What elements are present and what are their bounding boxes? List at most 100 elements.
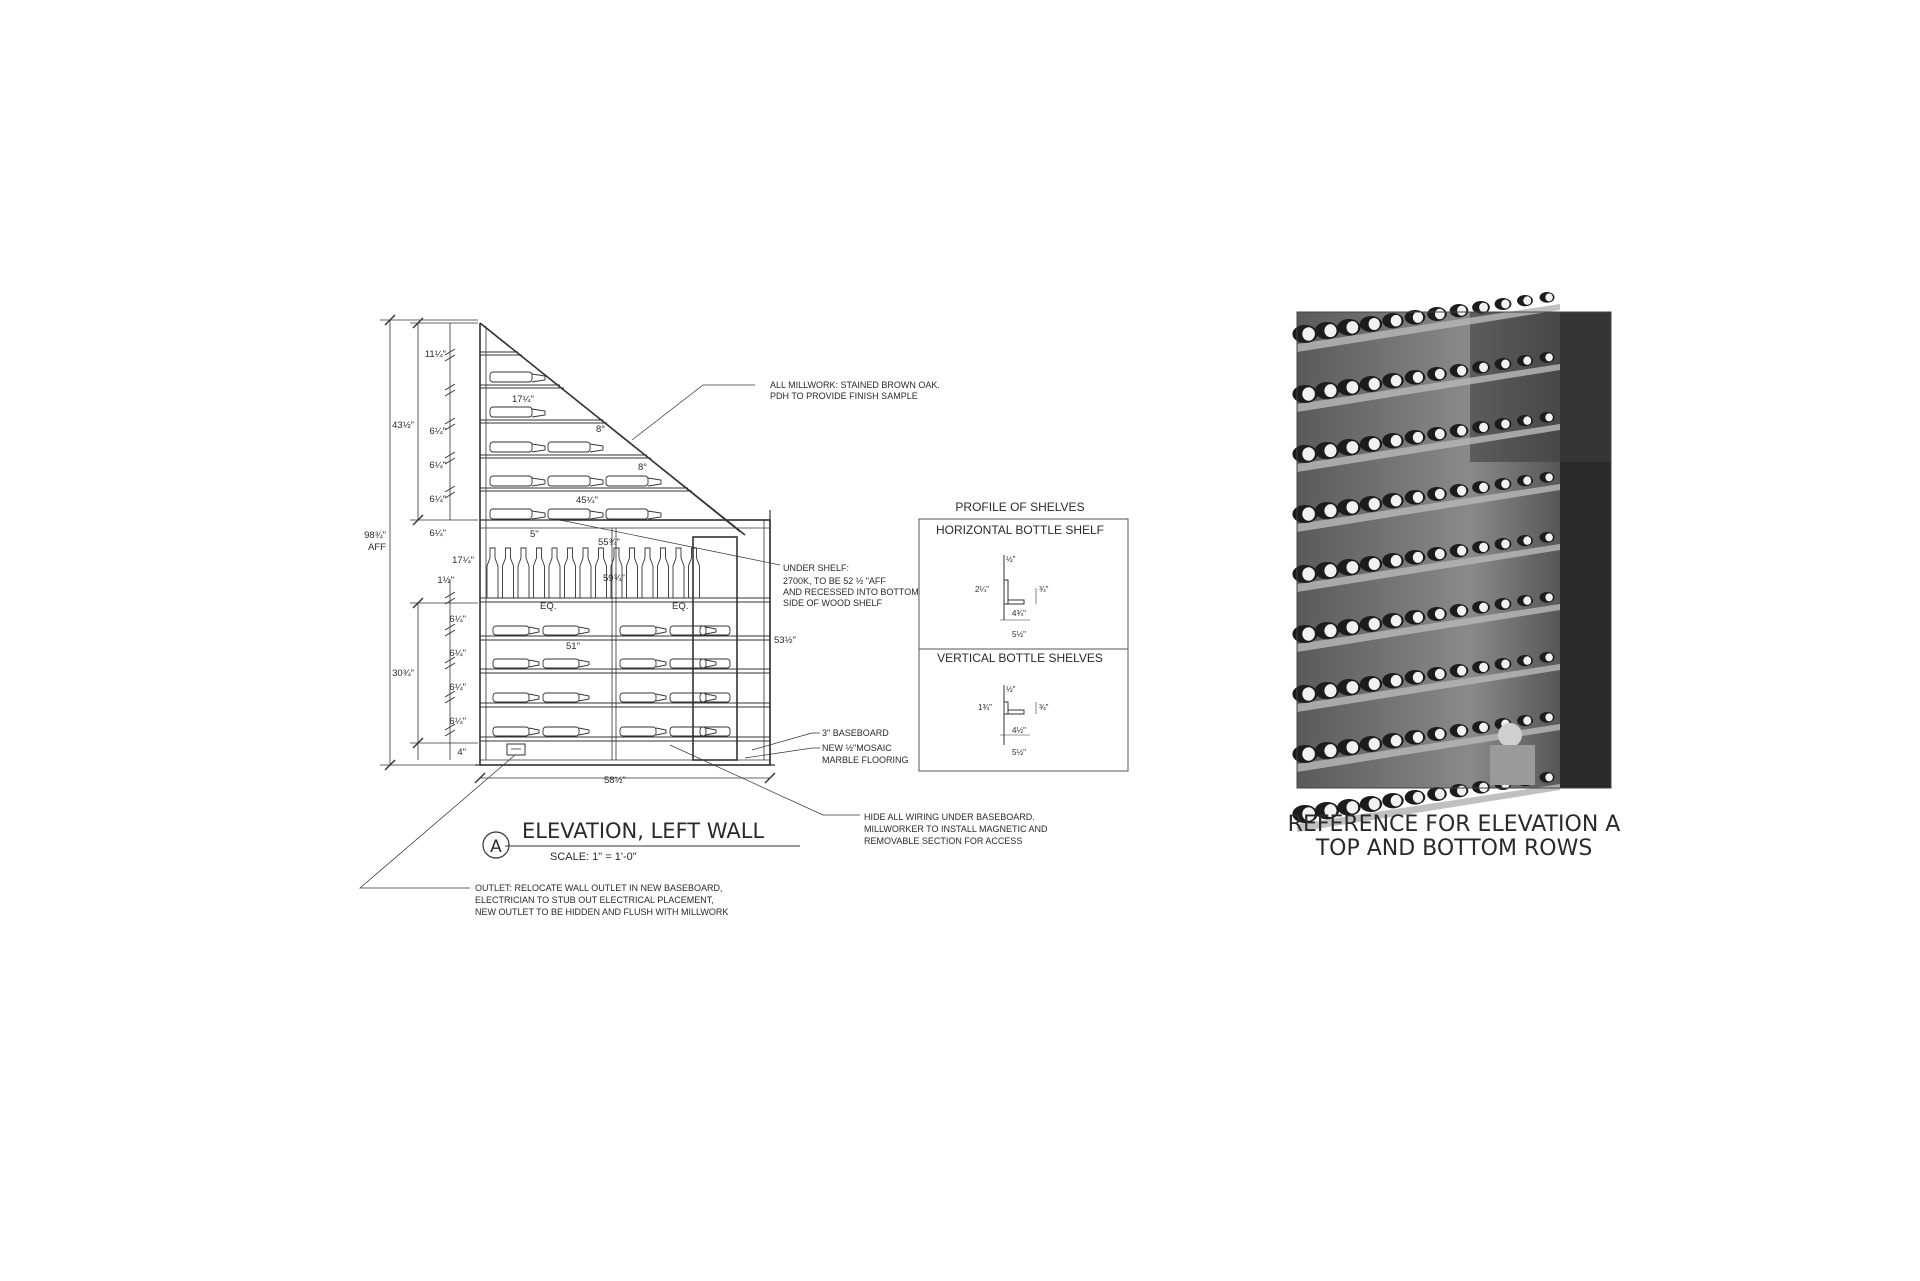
upright-bottle [579, 547, 592, 599]
left-dimensions: 11¼" 6¼" 6¼" 6¼" 6¼" 43½" 98¾" AFF 17¼" … [364, 349, 474, 758]
note-outlet-line2: ELECTRICIAN TO STUB OUT ELECTRICAL PLACE… [475, 895, 714, 905]
lying-bottle [542, 625, 580, 636]
vertical-shelf-title: VERTICAL BOTTLE SHELVES [937, 651, 1103, 665]
h-profile-dim-5: 5½" [1012, 630, 1026, 639]
lying-bottle [619, 625, 657, 636]
h-profile-dim-1: ½" [1006, 555, 1016, 564]
horizontal-shelf-title: HORIZONTAL BOTTLE SHELF [936, 523, 1104, 537]
dim-11: 11¼" [425, 349, 446, 360]
dim-30: 30¾" [392, 668, 414, 679]
elevation-marker: A [490, 837, 502, 857]
upright-bottle [688, 547, 700, 599]
upright-bottle [533, 547, 545, 599]
note-under-shelf-line4: SIDE OF WOOD SHELF [783, 598, 883, 608]
eq-label-left: EQ. [540, 601, 556, 612]
dim-6d: 6¼" [429, 528, 446, 539]
h-profile-dim-3: ¾" [1039, 585, 1049, 594]
annotation-notes: ALL MILLWORK: STAINED BROWN OAK. PDH TO … [475, 380, 1048, 917]
elevation-title: ELEVATION, LEFT WALL [522, 819, 764, 843]
dim-98: 98¾" [364, 530, 386, 541]
inner-dimensions: 17¼" 8° 8° 45¼" 5" 55¾" 59¾" EQ. EQ. 51"… [512, 394, 796, 786]
upright-bottle [564, 547, 576, 599]
dim-45: 45¼" [576, 495, 598, 506]
note-outlet-line3: NEW OUTLET TO BE HIDDEN AND FLUSH WITH M… [475, 907, 728, 917]
h-profile-dim-4: 4¾" [1012, 609, 1026, 618]
note-flooring-line1: NEW ½"MOSAIC [822, 743, 892, 753]
lying-bottle [619, 658, 657, 669]
profile-of-shelves: PROFILE OF SHELVES HORIZONTAL BOTTLE SHE… [918, 500, 1129, 772]
dim-1: 1½" [437, 575, 454, 586]
upright-bottle [548, 547, 561, 599]
note-millwork-line1: ALL MILLWORK: STAINED BROWN OAK. [770, 380, 940, 390]
v-profile-dim-5: 5½" [1012, 748, 1026, 757]
lying-bottle [669, 658, 707, 669]
elevation-drawing [359, 314, 860, 889]
dim-17: 17¼" [452, 555, 474, 566]
reference-caption: REFERENCE FOR ELEVATION A TOP AND BOTTOM… [1288, 812, 1621, 861]
lying-bottle [492, 625, 530, 636]
lying-bottle [699, 692, 731, 703]
dim-aff: AFF [368, 542, 386, 553]
note-wiring-line1: HIDE ALL WIRING UNDER BASEBOARD. [864, 812, 1035, 822]
lying-bottle [619, 726, 657, 737]
lying-bottle [619, 692, 657, 703]
upright-bottle [672, 547, 685, 599]
v-profile-dim-1: ½" [1006, 685, 1016, 694]
angle-label-1: 8° [596, 424, 605, 435]
eq-label-right: EQ. [672, 601, 688, 612]
upright-bottle [595, 547, 607, 599]
reference-caption-line2: TOP AND BOTTOM ROWS [1315, 836, 1593, 861]
note-baseboard: 3" BASEBOARD [822, 728, 889, 738]
lying-bottle [492, 692, 530, 703]
upright-bottle [517, 547, 530, 599]
dim-6g: 6¼" [449, 682, 466, 693]
note-under-shelf-line1: UNDER SHELF: [783, 563, 849, 573]
lying-bottle [542, 658, 580, 669]
dim-43: 43½" [392, 420, 414, 431]
upright-bottle [486, 547, 499, 599]
note-wiring-line3: REMOVABLE SECTION FOR ACCESS [864, 836, 1022, 846]
dim-53: 53½" [774, 635, 796, 646]
dim-58: 58½" [604, 775, 626, 786]
v-profile-dim-2: 1¾" [978, 703, 992, 712]
lying-bottle [669, 692, 707, 703]
dim-6f: 6¼" [449, 648, 466, 659]
reference-photo [1292, 292, 1612, 832]
h-profile-dim-2: 2¼" [975, 585, 989, 594]
upright-bottle [626, 547, 638, 599]
angle-label-2: 8° [638, 462, 647, 473]
note-flooring-line2: MARBLE FLOORING [822, 755, 909, 765]
upright-bottle [502, 547, 514, 599]
lying-bottle [699, 726, 731, 737]
elevation-title-block: A ELEVATION, LEFT WALL SCALE: 1" = 1'-0" [490, 819, 764, 863]
dim-51: 51" [566, 641, 580, 652]
lying-bottle [492, 658, 530, 669]
lying-bottle [699, 658, 731, 669]
reference-caption-line1: REFERENCE FOR ELEVATION A [1288, 812, 1621, 837]
lying-bottle [669, 726, 707, 737]
lying-bottle [669, 625, 707, 636]
lying-bottle [492, 726, 530, 737]
dim-6e: 6¼" [449, 614, 466, 625]
profile-heading: PROFILE OF SHELVES [955, 500, 1084, 514]
upright-bottle [610, 547, 623, 599]
lying-bottle [542, 692, 580, 703]
elevation-scale: SCALE: 1" = 1'-0" [550, 851, 637, 863]
note-outlet-line1: OUTLET: RELOCATE WALL OUTLET IN NEW BASE… [475, 883, 723, 893]
v-profile-dim-3: ¾" [1039, 703, 1049, 712]
dim-6h: 6¼" [449, 716, 466, 727]
dim-55: 55¾" [598, 537, 620, 548]
upright-bottle [641, 547, 654, 599]
lying-bottle [542, 726, 580, 737]
dim-6b: 6¼" [429, 460, 446, 471]
dim-17-top: 17¼" [512, 394, 534, 405]
note-wiring-line2: MILLWORKER TO INSTALL MAGNETIC AND [864, 824, 1048, 834]
dim-6c: 6¼" [429, 494, 446, 505]
note-under-shelf-line3: AND RECESSED INTO BOTTOM [783, 587, 919, 597]
note-millwork-line2: PDH TO PROVIDE FINISH SAMPLE [770, 391, 918, 401]
v-profile-dim-4: 4½" [1012, 726, 1026, 735]
dim-5: 5" [530, 529, 539, 540]
note-under-shelf-line2: 2700K, TO BE 52 ½ "AFF [783, 576, 886, 586]
lying-bottle [699, 625, 731, 636]
